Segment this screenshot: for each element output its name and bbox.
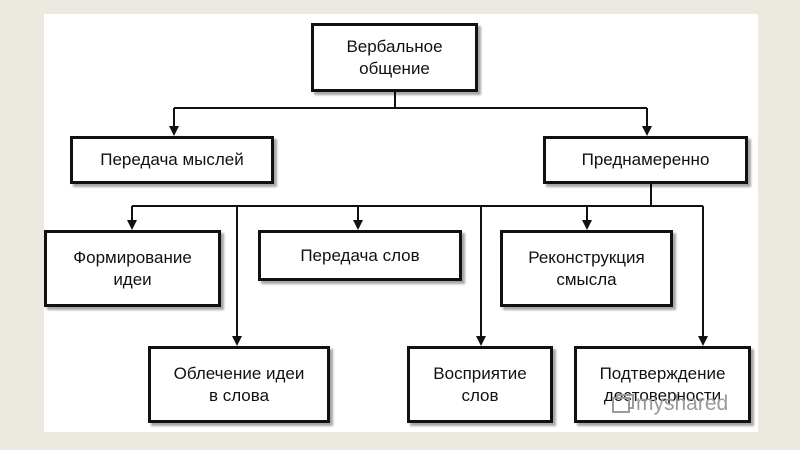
node-idea-formation: Формирование идеи bbox=[44, 230, 221, 307]
node-root: Вербальное общение bbox=[311, 23, 478, 92]
node-word-perception-label: Восприятие слов bbox=[433, 363, 527, 405]
watermark-text: myshared bbox=[636, 392, 729, 415]
node-credibility-confirmation-label: Подтверждение достоверности bbox=[599, 363, 726, 405]
node-intentionally-label: Преднамеренно bbox=[581, 150, 710, 169]
node-idea-formation-label: Формирование идеи bbox=[73, 247, 192, 289]
node-root-label: Вербальное общение bbox=[346, 36, 443, 78]
watermark-logo-icon bbox=[612, 394, 634, 413]
node-meaning-reconstruction: Реконструкция смысла bbox=[500, 230, 673, 307]
node-meaning-reconstruction-label: Реконструкция смысла bbox=[528, 247, 645, 289]
node-transfer-thoughts-label: Передача мыслей bbox=[100, 150, 244, 169]
node-credibility-confirmation: Подтверждение достоверности bbox=[574, 346, 751, 423]
node-word-perception: Восприятие слов bbox=[407, 346, 553, 423]
node-intentionally: Преднамеренно bbox=[543, 136, 748, 184]
node-idea-into-words-label: Облечение идеи в слова bbox=[173, 363, 305, 405]
node-word-transfer: Передача слов bbox=[258, 230, 462, 281]
node-transfer-thoughts: Передача мыслей bbox=[70, 136, 274, 184]
node-word-transfer-label: Передача слов bbox=[300, 245, 420, 265]
watermark: myshared bbox=[612, 392, 728, 416]
node-idea-into-words: Облечение идеи в слова bbox=[148, 346, 330, 423]
